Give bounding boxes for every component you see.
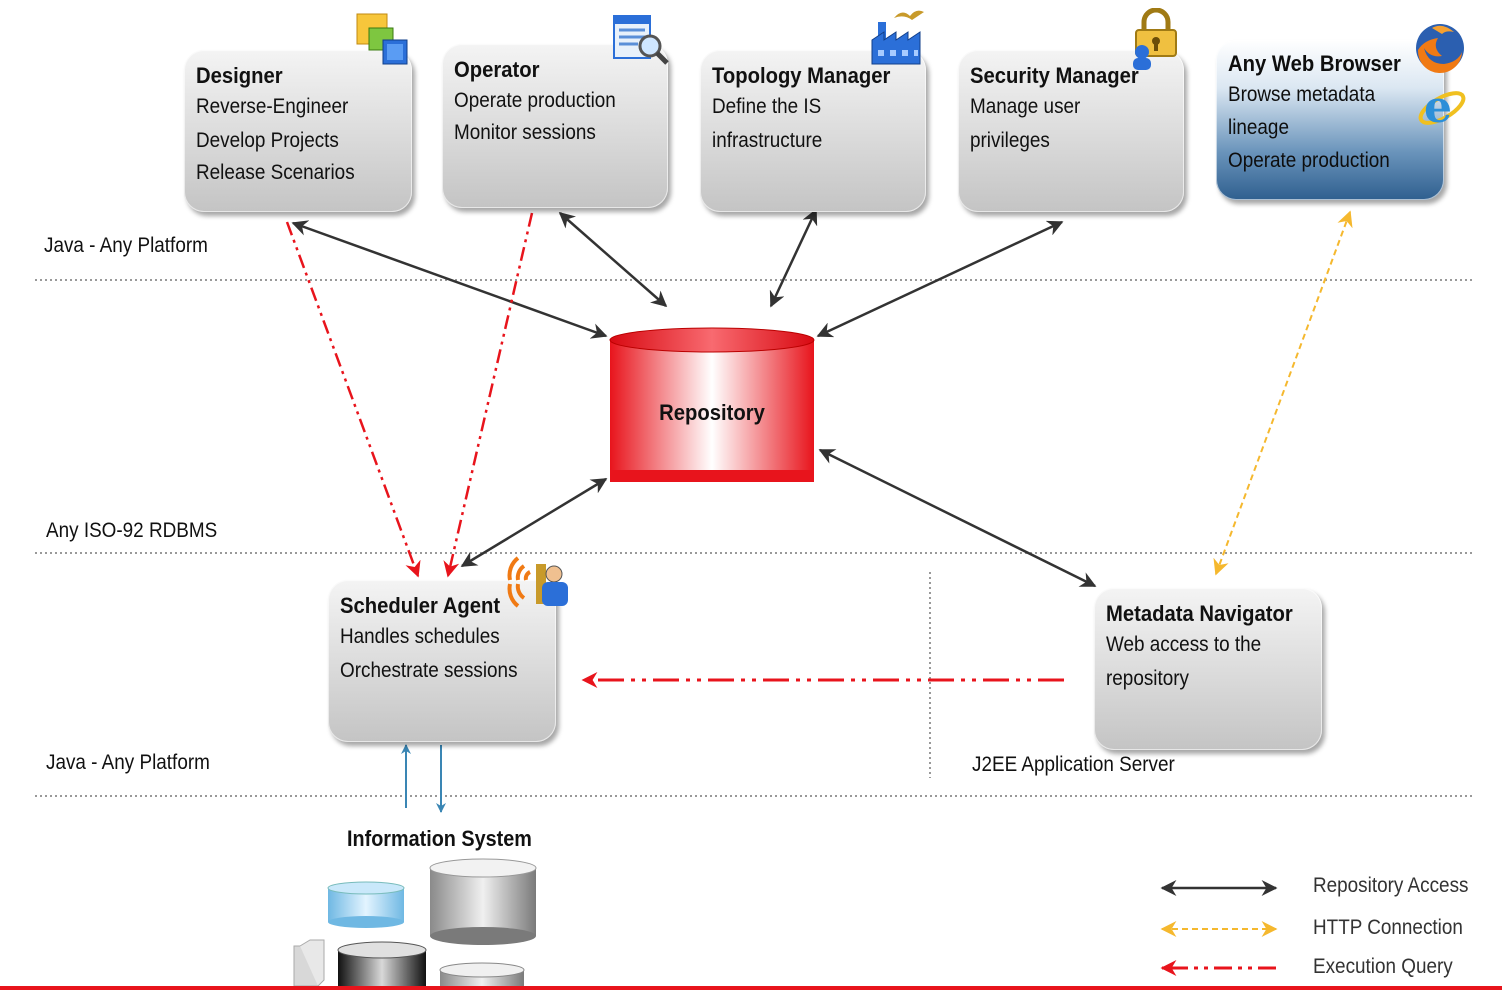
operator-icon — [613, 15, 669, 65]
svg-text:e: e — [1424, 82, 1452, 133]
tier-label-top: Java - Any Platform — [44, 234, 208, 257]
agent-icon — [507, 556, 568, 608]
repository-label: Repository — [659, 400, 765, 425]
metadata-navigator-box[interactable]: Metadata Navigator Web access to the rep… — [1094, 588, 1322, 750]
topology-manager-line: Define the IS — [712, 95, 822, 118]
security-manager-line: Manage user — [970, 95, 1081, 118]
metadata-navigator-line: repository — [1106, 667, 1189, 690]
scheduler-agent-title: Scheduler Agent — [340, 593, 501, 618]
arrow-browser-navigator-http — [1213, 210, 1353, 576]
web-browser-line: Operate production — [1228, 149, 1390, 172]
arrow-designer-repository — [291, 220, 608, 339]
tier-label-rdbms: Any ISO-92 RDBMS — [46, 519, 218, 542]
firefox-icon — [1416, 24, 1464, 74]
scheduler-agent-line: Handles schedules — [340, 625, 500, 648]
operator-line: Monitor sessions — [454, 121, 596, 144]
security-manager-title: Security Manager — [970, 63, 1139, 88]
web-browser-title: Any Web Browser — [1228, 51, 1401, 76]
metadata-navigator-line: Web access to the — [1106, 633, 1262, 656]
web-browser-line: lineage — [1228, 116, 1289, 139]
internet-explorer-icon: e — [1418, 82, 1466, 133]
arrow-operator-scheduler-execution — [443, 212, 534, 578]
arrow-navigator-repository — [818, 448, 1097, 588]
arrow-security-repository — [816, 220, 1064, 338]
web-browser-box[interactable]: Any Web Browser Browse metadata lineage … — [1216, 40, 1444, 200]
security-manager-line: privileges — [970, 129, 1050, 152]
topology-manager-title: Topology Manager — [712, 63, 891, 88]
arrow-operator-repository — [558, 211, 668, 308]
designer-box[interactable]: Designer Reverse-Engineer Develop Projec… — [184, 50, 412, 212]
arrow-designer-scheduler-execution — [285, 221, 421, 578]
legend-http-connection: HTTP Connection — [1313, 916, 1463, 939]
scheduler-agent-box[interactable]: Scheduler Agent Handles schedules Orches… — [328, 580, 556, 742]
operator-box[interactable]: Operator Operate production Monitor sess… — [442, 44, 668, 208]
arrow-topology-repository — [769, 208, 818, 308]
topology-manager-box[interactable]: Topology Manager Define the IS infrastru… — [700, 50, 926, 212]
legend-repository-access: Repository Access — [1313, 874, 1469, 897]
web-browser-line: Browse metadata — [1228, 83, 1376, 106]
scheduler-agent-line: Orchestrate sessions — [340, 659, 518, 682]
security-manager-box[interactable]: Security Manager Manage user privileges — [958, 50, 1184, 212]
operator-title: Operator — [454, 57, 540, 82]
tier-label-app-server: J2EE Application Server — [972, 753, 1175, 776]
topology-manager-line: infrastructure — [712, 129, 823, 152]
designer-line: Release Scenarios — [196, 161, 355, 184]
factory-icon — [871, 10, 924, 65]
legend-execution-query: Execution Query — [1313, 955, 1453, 978]
information-system-databases — [293, 858, 537, 990]
lock-icon — [1133, 8, 1177, 70]
arrow-scheduler-repository — [460, 477, 608, 568]
operator-line: Operate production — [454, 89, 616, 112]
metadata-navigator-title: Metadata Navigator — [1106, 601, 1293, 626]
designer-line: Develop Projects — [196, 129, 339, 152]
repository-cylinder — [609, 327, 815, 482]
designer-line: Reverse-Engineer — [196, 95, 349, 118]
designer-title: Designer — [196, 63, 283, 88]
information-system-label: Information System — [347, 826, 532, 851]
tier-label-agent: Java - Any Platform — [46, 751, 210, 774]
designer-icon — [356, 13, 408, 65]
